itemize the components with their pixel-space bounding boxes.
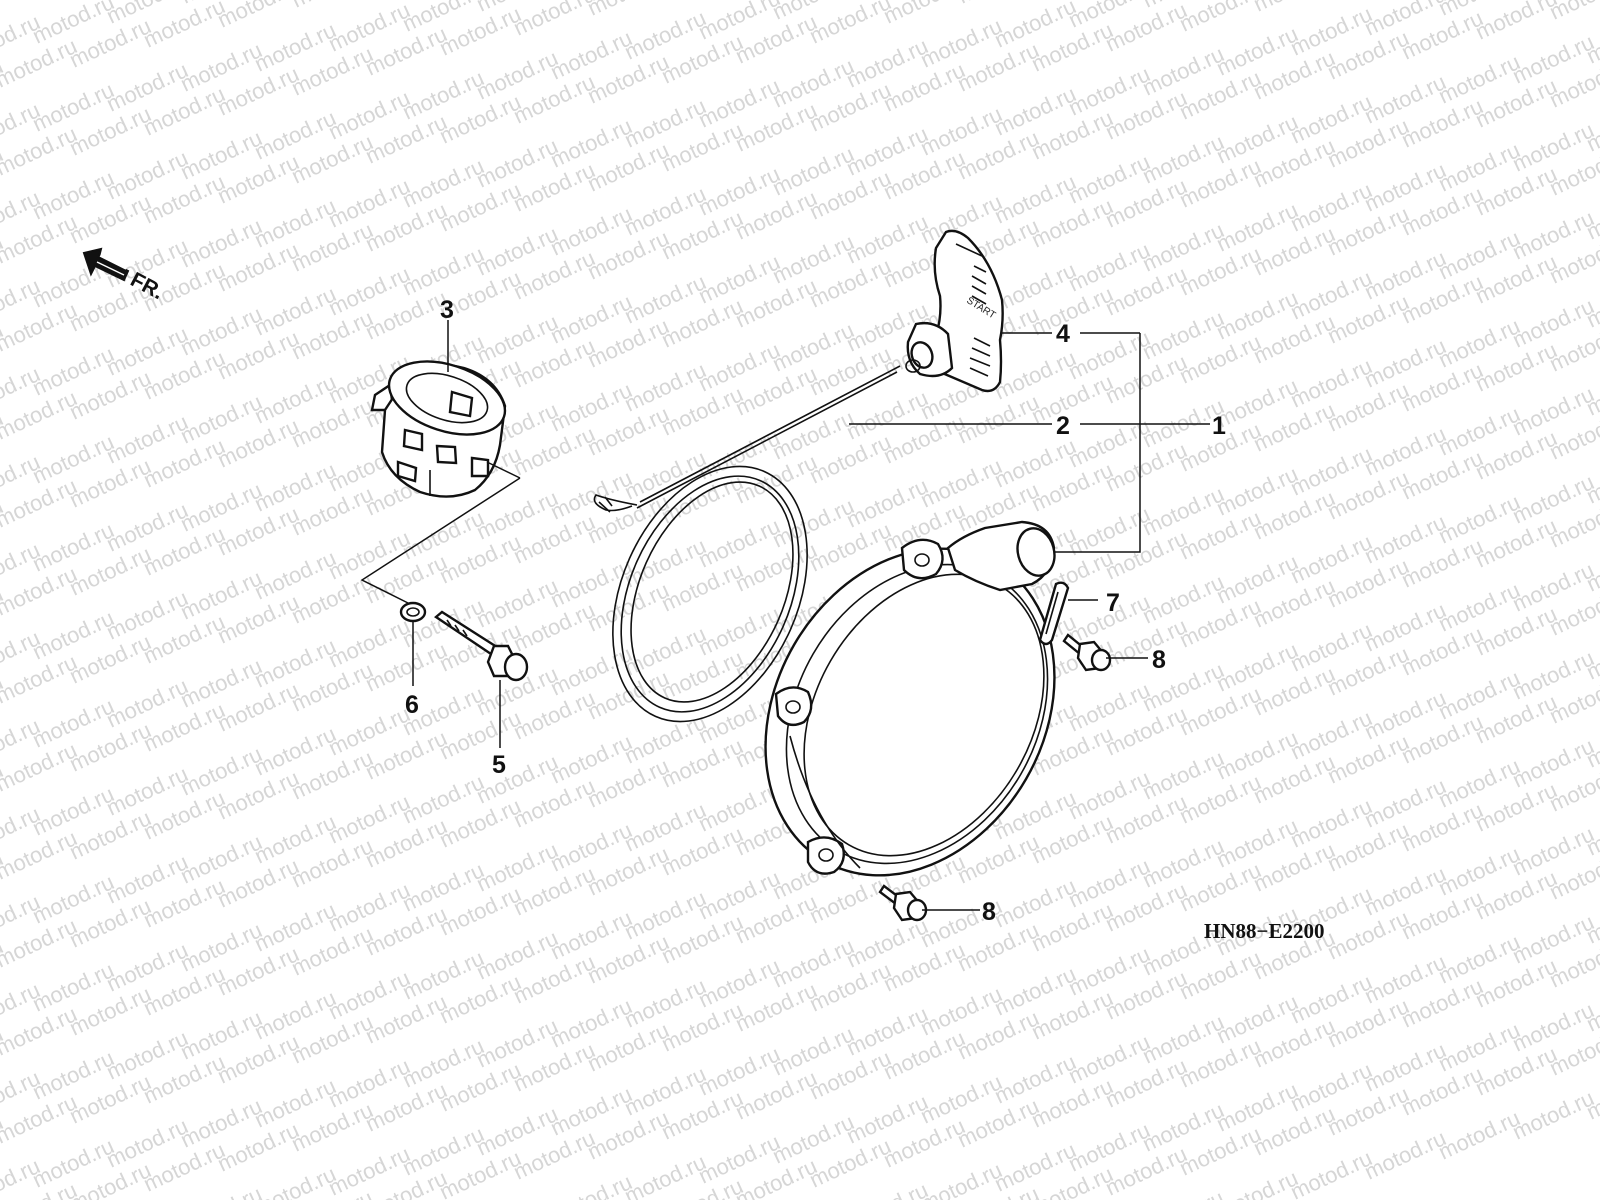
case-bolt-upper <box>1062 633 1112 672</box>
watermark-text: motod.ru <box>1250 0 1339 17</box>
callout-8-lower: 8 <box>982 898 996 926</box>
watermark-text: motod.ru <box>510 0 599 41</box>
pulley-bracket-line <box>360 477 521 605</box>
flange-bolt <box>434 610 529 682</box>
watermark-text: motod.ru <box>1287 1145 1376 1200</box>
watermark-text: motod.ru <box>584 0 673 21</box>
callout-7: 7 <box>1106 589 1120 617</box>
diagram-code: HN88−E2200 <box>1204 919 1324 943</box>
watermark-text: motod.ru <box>1509 1085 1598 1144</box>
callout-2: 2 <box>1056 412 1070 440</box>
watermark-text: motod.ru <box>658 0 747 1</box>
watermark-text: motod.ru <box>1435 1105 1524 1164</box>
starter-grip: START <box>905 229 1004 393</box>
watermark-text: motod.ru <box>1361 1125 1450 1184</box>
callout-1: 1 <box>1212 412 1226 440</box>
starter-pulley <box>370 360 507 498</box>
callout-3: 3 <box>440 296 454 324</box>
watermark-text: motod.ru <box>880 0 969 29</box>
callout-4: 4 <box>1056 320 1070 348</box>
watermark-text: motod.ru <box>954 0 1043 9</box>
watermark-text: motod.ru <box>214 0 303 33</box>
watermark-text: motod.ru <box>1546 0 1600 25</box>
watermark-text: motod.ru <box>1176 0 1265 37</box>
starter-rope <box>593 365 901 723</box>
watermark-text: motod.ru <box>288 0 377 13</box>
callout-6: 6 <box>405 691 419 719</box>
washer <box>399 601 427 623</box>
label-plate <box>1038 581 1070 646</box>
callout-8-upper: 8 <box>1152 646 1166 674</box>
watermark-text: motod.ru <box>0 0 81 5</box>
front-direction-arrow-icon <box>82 247 130 282</box>
watermark-text: motod.ru <box>1139 1185 1228 1200</box>
leader-lines <box>412 320 1210 911</box>
recoil-starter-case <box>764 520 1056 877</box>
callout-5: 5 <box>492 751 506 779</box>
